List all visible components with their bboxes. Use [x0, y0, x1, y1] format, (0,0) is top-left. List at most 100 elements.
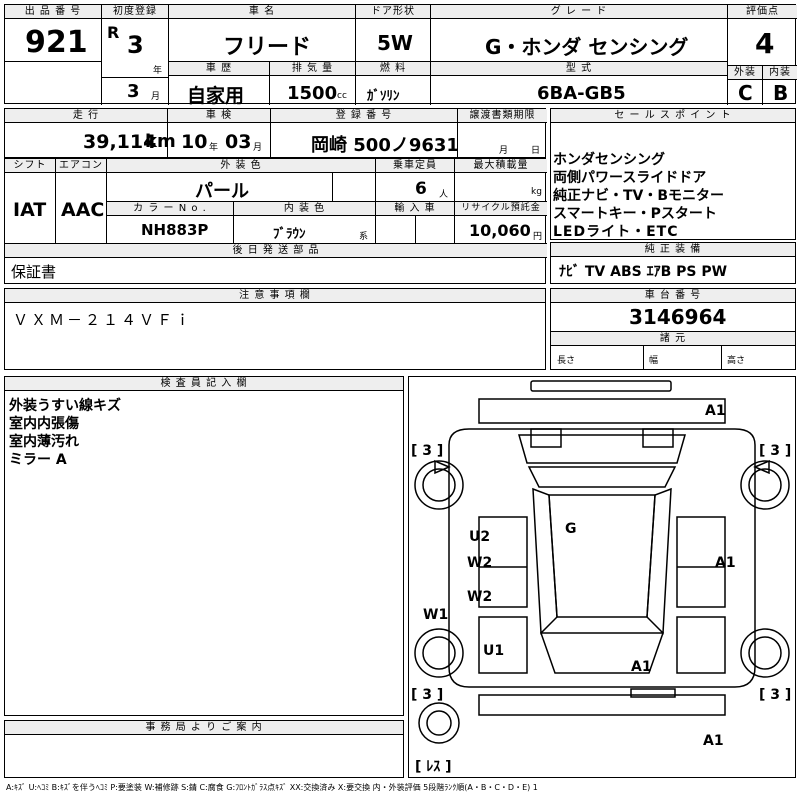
history-label: 車 歴 — [169, 62, 269, 76]
capacity-unit: 人 — [439, 190, 449, 200]
mark-w2-lower: W2 — [467, 589, 492, 605]
capacity-label: 乗車定員 — [376, 159, 454, 173]
sales-point-line: スマートキー・Pスタート — [553, 206, 717, 222]
displacement-unit: cc — [337, 91, 347, 101]
spec-section: シフト IAT エアコン AAC 外 装 色 パール 乗車定員 6 人 最大積載… — [4, 158, 547, 284]
door-value: 5W — [377, 31, 413, 55]
equipment-label: 純 正 装 備 — [551, 243, 795, 257]
inspection-month-unit: 月 — [253, 143, 263, 153]
car-diagram: A1 A1 A1 A1 U2 W2 W2 W1 U1 G [ 3 ] [ 3 ]… — [408, 376, 796, 778]
sales-point-line: 両側パワースライドドア — [553, 170, 707, 186]
equipment-section: 純 正 装 備 ﾅﾋﾞ TV ABS ｴｱB PS PW — [550, 242, 796, 284]
mark-u2: U2 — [469, 529, 490, 545]
int-color-label: 内 装 色 — [234, 202, 375, 216]
history-value: 自家用 — [187, 85, 245, 107]
car-name-label: 車 名 — [169, 5, 355, 19]
import-label: 輸 入 車 — [376, 202, 454, 216]
capacity-value: 6 — [415, 179, 427, 199]
inspection-label: 車 検 — [168, 109, 270, 123]
era: R — [107, 23, 120, 42]
spare-tire-mark: [ ﾚｽ ] — [415, 759, 452, 775]
exterior-label: 外装 — [728, 66, 762, 80]
exterior-value: C — [738, 81, 753, 105]
tire-rear-right: [ 3 ] — [759, 687, 791, 703]
later-parts-value: 保証書 — [11, 263, 57, 281]
displacement-label: 排 気 量 — [270, 62, 355, 76]
height-label: 高さ — [727, 356, 746, 366]
interior-label: 内装 — [763, 66, 797, 80]
aircon-value: AAC — [61, 199, 105, 221]
inspection-month: 03 — [225, 131, 252, 153]
legend-text: A:ｷｽﾞ U:ﾍｺﾐ B:ｷｽﾞを伴うﾍｺﾐ P:要塗装 W:補修跡 S:錆 … — [6, 783, 538, 792]
fuel-label: 燃 料 — [356, 62, 430, 76]
int-color-unit: 系 — [359, 232, 369, 242]
mark-a1-right: A1 — [715, 555, 736, 571]
first-reg-label: 初度登録 — [102, 5, 168, 19]
inspector-label: 検 査 員 記 入 欄 — [5, 377, 403, 391]
chassis-label: 車 台 番 号 — [551, 289, 795, 303]
displacement-value: 1500 — [287, 83, 338, 104]
sales-point-line: 純正ナビ・TV・Bモニター — [553, 188, 725, 204]
inspector-section: 検 査 員 記 入 欄 外装うすい線キズ 室内内張傷 室内薄汚れ ミラー A — [4, 376, 404, 716]
grade-value: G・ホンダ センシング — [485, 35, 689, 59]
notes-section: 注 意 事 項 欄 ＶＸＭ－２１４ＶＦｉ — [4, 288, 546, 370]
chassis-value: 3146964 — [629, 305, 727, 329]
inspector-line: 外装うすい線キズ — [9, 398, 121, 414]
equipment-value: ﾅﾋﾞ TV ABS ｴｱB PS PW — [559, 264, 728, 280]
inspector-line: ミラー A — [9, 452, 67, 468]
tire-front-left: [ 3 ] — [411, 443, 443, 459]
length-label: 長さ — [557, 356, 576, 366]
chassis-section: 車 台 番 号 3146964 諸 元 長さ 幅 高さ — [550, 288, 796, 370]
lot-label: 出 品 番 号 — [5, 5, 101, 19]
mileage-unit: km — [145, 131, 176, 152]
tire-front-right: [ 3 ] — [759, 443, 791, 459]
transfer-day: 日 — [531, 146, 541, 156]
model-value: 6BA-GB5 — [537, 83, 626, 104]
ext-color-value: パール — [195, 181, 249, 202]
inspection-year-unit: 年 — [209, 143, 219, 153]
color-no-label: カ ラ ー N o . — [107, 202, 233, 216]
recycle-unit: 円 — [533, 232, 543, 242]
reg-value: 岡崎 500ノ9631 — [311, 135, 459, 156]
tire-rear-left: [ 3 ] — [411, 687, 443, 703]
score-value: 4 — [755, 27, 775, 60]
reg-label: 登 録 番 号 — [271, 109, 457, 123]
ext-color-label: 外 装 色 — [107, 159, 375, 173]
mark-a1-bottom: A1 — [703, 733, 724, 749]
recycle-label: リサイクル預託金 — [455, 202, 547, 216]
inspector-line: 室内薄汚れ — [9, 434, 79, 450]
notes-label: 注 意 事 項 欄 — [5, 289, 545, 303]
car-name: フリード — [223, 35, 312, 60]
shift-label: シフト — [5, 159, 55, 173]
fuel-value: ｶﾞｿﾘﾝ — [367, 89, 400, 104]
mark-w2-upper: W2 — [467, 555, 492, 571]
mileage-label: 走 行 — [5, 109, 167, 123]
notes-value: ＶＸＭ－２１４ＶＦｉ — [13, 311, 194, 329]
transfer-label: 譲渡書類期限 — [458, 109, 547, 123]
office-section: 事 務 局 よ り ご 案 内 — [4, 720, 404, 778]
spec-label: 諸 元 — [551, 332, 795, 346]
inspector-line: 室内内張傷 — [9, 416, 79, 432]
door-label: ドア形状 — [356, 5, 430, 19]
model-label: 型 式 — [431, 62, 727, 76]
sales-points-label: セ ー ル ス ポ イ ン ト — [551, 109, 795, 123]
mileage-section: 走 行 39,114 km 車 検 10 年 03 月 登 録 番 号 岡崎 5… — [4, 108, 547, 159]
lot-number: 921 — [25, 25, 88, 60]
recycle-value: 10,060 — [469, 221, 531, 240]
car-diagram-svg: A1 A1 A1 A1 U2 W2 W2 W1 U1 G [ 3 ] [ 3 ]… — [411, 380, 791, 775]
header-section: 出 品 番 号 921 初度登録 R 3 年 3 月 車 名 フリード ドア形状… — [4, 4, 797, 107]
score-label: 評価点 — [728, 5, 797, 19]
sales-points-section: セ ー ル ス ポ イ ン ト ホンダセンシング 両側パワースライドドア 純正ナ… — [550, 108, 796, 240]
grade-label: グ レ ー ド — [431, 5, 727, 19]
first-reg-month: 3 — [127, 81, 140, 102]
mark-a1-front: A1 — [705, 403, 726, 419]
mark-w1: W1 — [423, 607, 448, 623]
transfer-month: 月 — [499, 146, 509, 156]
shift-value: IAT — [13, 199, 47, 221]
mark-u1: U1 — [483, 643, 504, 659]
month-unit: 月 — [151, 92, 161, 102]
color-no-value: NH883P — [141, 221, 209, 239]
width-label: 幅 — [649, 356, 659, 366]
int-color-value: ﾌﾞﾗｳﾝ — [273, 227, 306, 242]
sales-point-line: ホンダセンシング — [553, 152, 665, 168]
